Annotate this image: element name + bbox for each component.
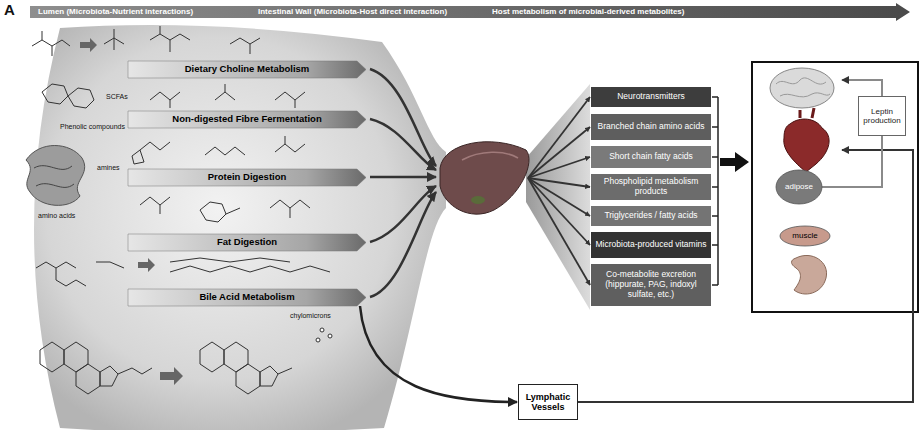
metabolite-box: Triglycerides / fatty acids [591, 206, 711, 226]
heart-illustration [784, 108, 829, 172]
flow-band: Lumen (Microbiota-Nutrient interactions)… [30, 3, 910, 21]
pathway-arrow-shape [128, 289, 366, 306]
pathway-arrow-shape [128, 61, 366, 78]
liver-to-metabolite-arrow [528, 178, 590, 285]
tissue-name: adipose [785, 182, 813, 191]
bracket-tick [712, 126, 718, 128]
metabolite-name: Microbiota-produced vitamins [595, 240, 706, 250]
pathway-name: Fat Digestion [217, 237, 277, 248]
compound-label: amines [97, 164, 120, 172]
pathway-arrow: Bile Acid Metabolism [128, 289, 366, 306]
lymph-box: Lymphatic Vessels [518, 384, 578, 420]
pathway-name: Bile Acid Metabolism [199, 292, 294, 303]
metabolite-name: Short chain fatty acids [609, 152, 693, 162]
metabolite-name: Co-metabolite excretion (hippurate, PAG,… [594, 270, 708, 299]
liver-to-metabolite-arrow [528, 178, 590, 187]
metabolite-box: Co-metabolite excretion (hippurate, PAG,… [591, 264, 711, 306]
tissue-name: muscle [792, 231, 817, 240]
adipose-tissue: adipose [776, 170, 822, 204]
pathway-arrow-shape [128, 234, 366, 251]
metabolite-box: Branched chain amino acids [591, 114, 711, 140]
liver-to-metabolite-arrow [528, 97, 590, 178]
compound-label: SCFAs [106, 93, 128, 101]
bracket-tick [712, 215, 718, 217]
pathway-arrow: Fat Digestion [128, 234, 366, 251]
bracket-tick [712, 156, 718, 158]
pathway-to-liver-arrows [370, 69, 436, 297]
panel-letter: A [4, 2, 15, 19]
tissue-shape [776, 170, 822, 204]
band-heading: Lumen (Microbiota-Nutrient interactions) [38, 6, 193, 18]
band-heading: Intestinal Wall (Microbiota-Host direct … [258, 6, 447, 18]
output-funnel [526, 84, 590, 310]
leptin-to-brain-arrow [842, 80, 882, 96]
leptin-name: Leptin production [861, 107, 903, 125]
pathway-name: Dietary Choline Metabolism [185, 64, 310, 75]
compound-label: chylomicrons [290, 312, 331, 320]
kidney-illustration [792, 255, 827, 294]
band-heading: Host metabolism of microbial-derived met… [492, 6, 684, 18]
metabolite-box: Short chain fatty acids [591, 146, 711, 168]
bracket-tick [712, 186, 718, 188]
chemical-structures [26, 26, 332, 394]
compound-label: amino acids [38, 212, 75, 220]
metabolite-box: Microbiota-produced vitamins [591, 232, 711, 258]
pathway-arrow: Protein Digestion [128, 169, 366, 186]
connector [360, 306, 517, 402]
pathway-arrow: Non-digested Fibre Fermentation [128, 111, 366, 128]
metabolite-name: Phospholipid metabolism products [594, 177, 708, 197]
lumen-bubble [34, 25, 446, 430]
muscle-tissue: muscle [780, 226, 830, 246]
pathway-arrow-shape [128, 169, 366, 186]
metabolite-name: Neurotransmitters [617, 92, 685, 102]
liver-to-metabolite-arrow [528, 127, 590, 178]
connector [822, 136, 882, 187]
brain-illustration [770, 68, 834, 108]
metabolite-name: Triglycerides / fatty acids [604, 211, 697, 221]
bracket-tick [712, 96, 718, 98]
compound-label: Phenolic compounds [60, 123, 125, 131]
tissue-shape [780, 226, 830, 246]
liver-to-metabolite-arrow [528, 157, 590, 178]
pathway-name: Non-digested Fibre Fermentation [172, 114, 321, 125]
bracket-tick [712, 284, 718, 286]
organ-panel [752, 62, 918, 312]
liver-to-metabolite-arrow [528, 178, 590, 245]
metabolite-box: Neurotransmitters [591, 87, 711, 107]
metabolite-box: Phospholipid metabolism products [591, 174, 711, 200]
pathway-arrow: Dietary Choline Metabolism [128, 61, 366, 78]
bracket-tick [712, 244, 718, 246]
pathway-arrow-shape [128, 111, 366, 128]
metabolite-name: Branched chain amino acids [598, 122, 705, 132]
liver-illustration [440, 142, 529, 214]
bracket-line [717, 97, 719, 285]
band-arrow-shape [30, 3, 910, 21]
output-arrow [720, 152, 749, 172]
lymph-name: Lymphatic Vessels [523, 392, 573, 413]
pathway-name: Protein Digestion [208, 172, 287, 183]
leptin-box: Leptin production [858, 96, 906, 136]
